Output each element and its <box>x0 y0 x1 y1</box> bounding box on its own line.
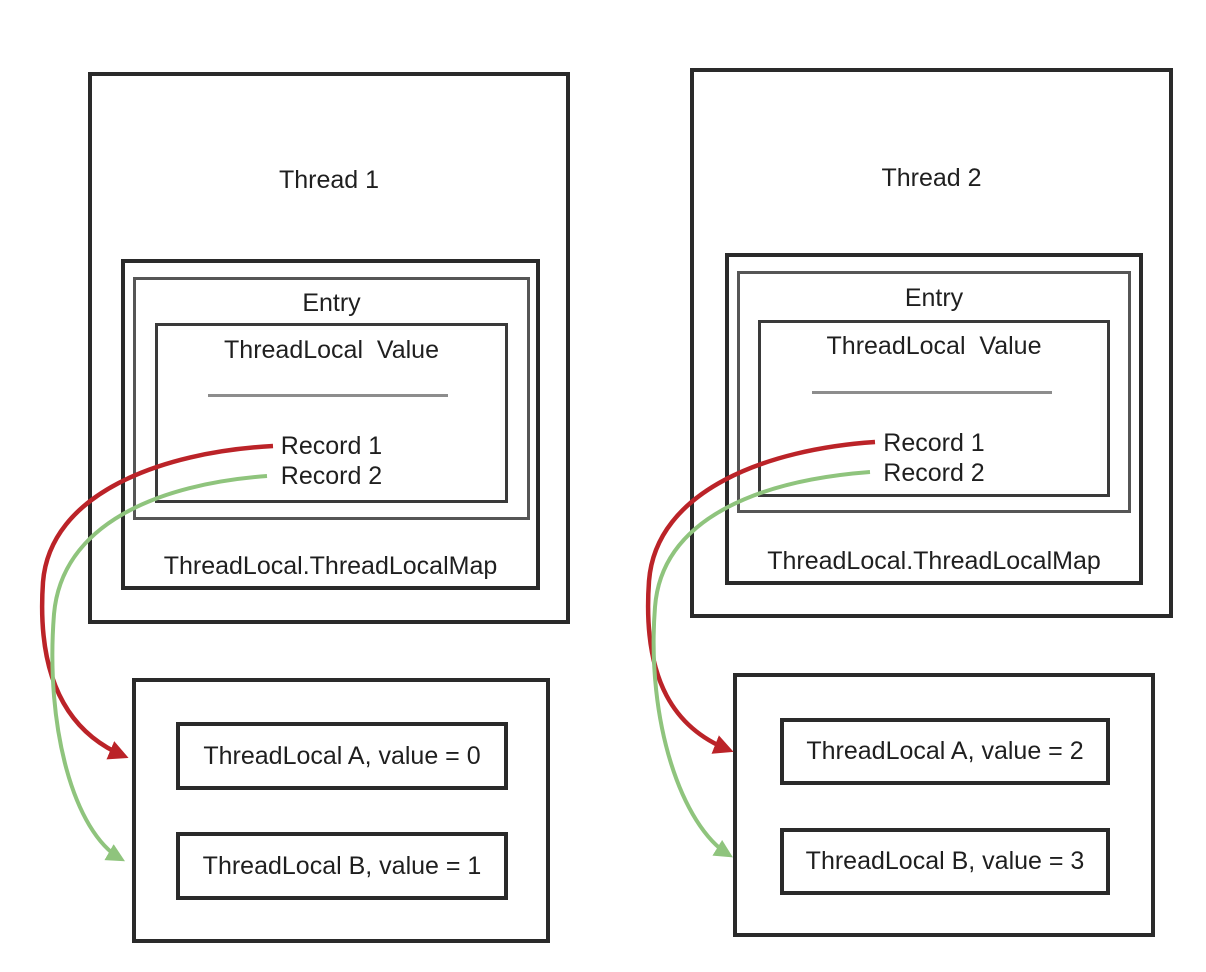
thread2-value-box <box>758 320 1110 497</box>
thread1-title: Thread 1 <box>278 166 380 194</box>
thread1-locals-box <box>132 678 550 943</box>
thread1-separator-line <box>208 394 448 397</box>
thread1-local-a-box: ThreadLocal A, value = 0 <box>176 722 508 790</box>
thread2-entry-box <box>737 271 1131 513</box>
thread1-map-label: ThreadLocal.ThreadLocalMap <box>163 552 498 580</box>
thread2-locals-box <box>733 673 1155 937</box>
thread2-entry-label: Entry <box>904 284 964 312</box>
thread2-local-a-box: ThreadLocal A, value = 2 <box>780 718 1110 785</box>
thread1-local-b-box: ThreadLocal B, value = 1 <box>176 832 508 900</box>
thread1-entry-box <box>133 277 530 520</box>
thread1-value-header: ThreadLocal Value <box>224 336 439 364</box>
thread2-local-b-label: ThreadLocal B, value = 3 <box>805 847 1085 875</box>
thread2-threadlocalmap-box <box>725 253 1143 585</box>
thread1-box <box>88 72 570 624</box>
thread2-box <box>690 68 1173 618</box>
thread2-record1-label: Record 1 <box>883 429 985 457</box>
thread2-value-header: ThreadLocal Value <box>826 332 1042 360</box>
thread2-local-b-box: ThreadLocal B, value = 3 <box>780 828 1110 895</box>
thread2-record2-label: Record 2 <box>883 459 985 487</box>
thread2-separator-line <box>812 391 1052 394</box>
thread2-title: Thread 2 <box>881 164 982 192</box>
thread1-local-a-label: ThreadLocal A, value = 0 <box>203 741 481 770</box>
thread2-local-a-label: ThreadLocal A, value = 2 <box>806 737 1084 765</box>
thread1-entry-label: Entry <box>302 289 361 317</box>
thread1-threadlocalmap-box <box>121 259 540 590</box>
thread1-record1-label: Record 1 <box>280 432 383 460</box>
thread1-record2-label: Record 2 <box>280 462 383 490</box>
thread2-map-label: ThreadLocal.ThreadLocalMap <box>767 547 1101 575</box>
thread1-local-b-label: ThreadLocal B, value = 1 <box>202 851 482 880</box>
thread1-value-box <box>155 323 508 503</box>
